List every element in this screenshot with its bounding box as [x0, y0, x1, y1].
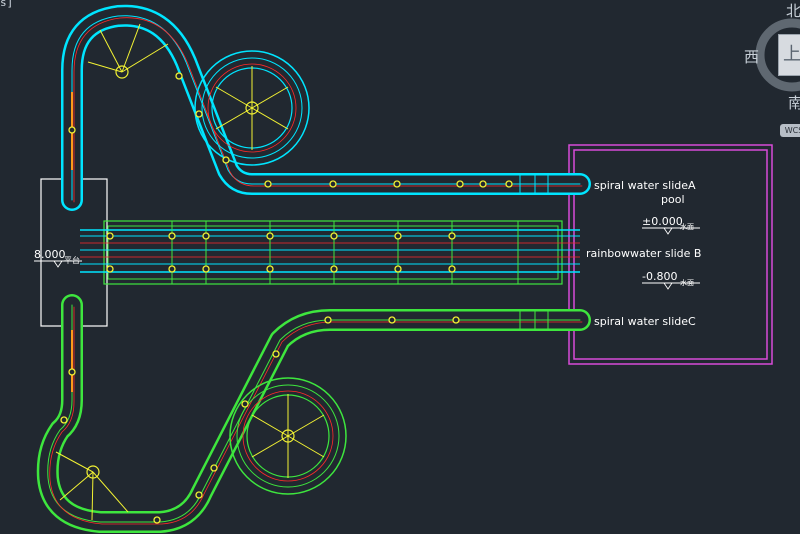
viewcube-top-face[interactable]: 上: [778, 34, 800, 76]
viewport-corner-label[interactable]: s]: [0, 0, 14, 9]
slide-c-exit-lanes: [519, 310, 549, 330]
label-platform-tag: 平台: [64, 255, 80, 265]
slide-a-fan: [71, 23, 169, 170]
label-water-tag-2: 水面: [680, 278, 694, 287]
label-water-tag: 水面: [680, 222, 694, 231]
slide-c-fan: [55, 330, 129, 521]
slide-a: [61, 4, 591, 211]
compass-west-label[interactable]: 西: [744, 48, 760, 66]
wcs-menu-button[interactable]: WCS: [780, 124, 800, 137]
slide-c: [36, 294, 591, 533]
label-slide-b: rainbowwater slide B: [586, 247, 701, 260]
compass-north-label[interactable]: 北: [786, 2, 800, 20]
slide-b: [80, 220, 580, 285]
pool-outline: [568, 144, 773, 365]
slide-c-spiral: [229, 377, 347, 495]
label-pool: pool: [661, 193, 685, 206]
label-elev-zero: ±0.000: [642, 215, 683, 228]
elevation-markers: [34, 227, 700, 290]
label-slide-a: spiral water slideA: [594, 179, 696, 192]
slide-a-exit-lanes: [519, 174, 549, 194]
compass-ring[interactable]: [740, 0, 800, 120]
support-posts: [60, 72, 513, 524]
slide-a-spiral: [194, 50, 310, 166]
label-elev-neg: -0.800: [642, 270, 677, 283]
label-slide-c: spiral water slideC: [594, 315, 696, 328]
label-platform-elev: 8.000: [34, 248, 66, 261]
compass-south-label[interactable]: 南: [788, 94, 800, 112]
viewcube[interactable]: 北 西 南 上 WCS: [740, 0, 800, 140]
